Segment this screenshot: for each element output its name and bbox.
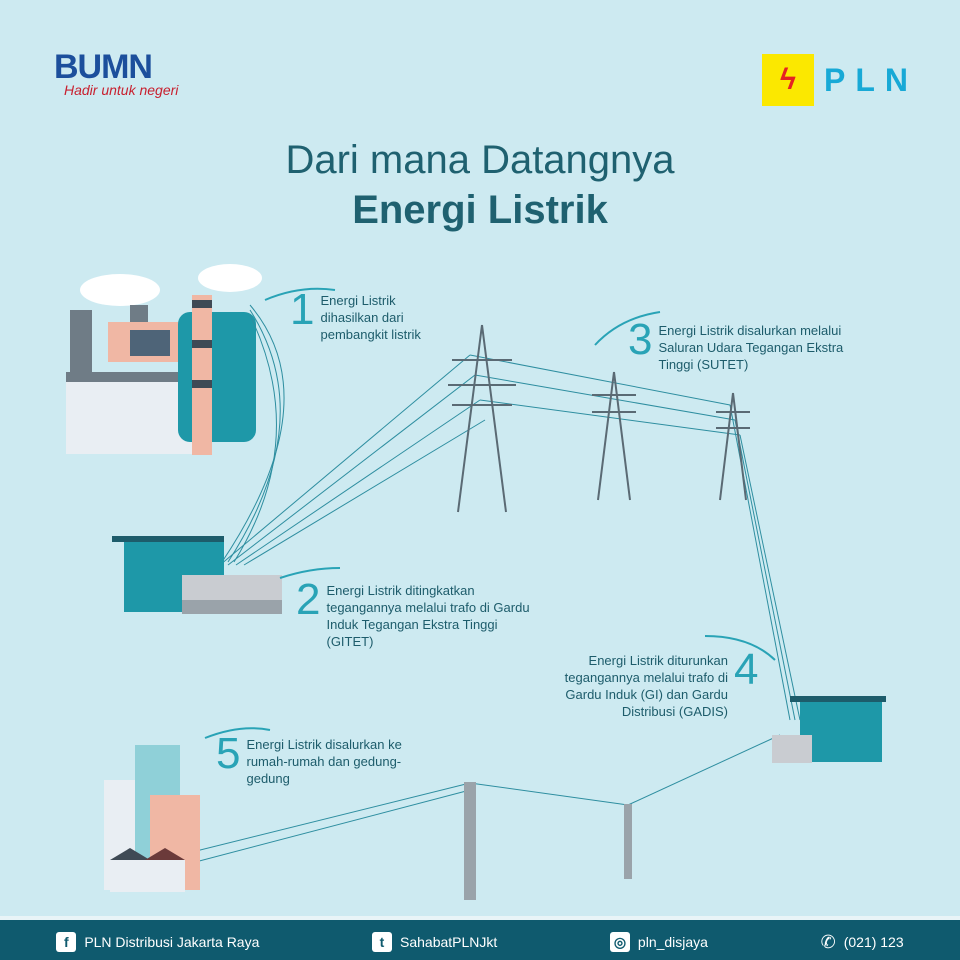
pln-logo: ϟ PLN — [762, 54, 918, 106]
step-text: Energi Listrik disalurkan melalui Salura… — [658, 323, 844, 372]
lightning-icon: ϟ — [762, 54, 814, 106]
step-number: 5 — [216, 729, 241, 778]
twitter-icon: t — [372, 932, 392, 952]
instagram-label: pln_disjaya — [637, 934, 708, 950]
instagram-link[interactable]: ◎ pln_disjaya — [609, 932, 708, 952]
instagram-icon: ◎ — [609, 932, 630, 952]
step-text: Energi Listrik ditingkatkan tegangannya … — [326, 583, 530, 649]
bumn-wordmark: BUMN — [54, 48, 153, 86]
step-4: Energi Listrik diturunkan tegangannya me… — [548, 645, 759, 720]
bumn-logo: BUMN Hadir untuk negeri — [54, 48, 179, 98]
phone-label: (021) 123 — [843, 934, 904, 950]
facebook-label: PLN Distribusi Jakarta Raya — [84, 934, 260, 950]
facebook-icon: f — [56, 932, 77, 952]
footer: f PLN Distribusi Jakarta Raya t SahabatPLN… — [0, 916, 960, 960]
gitet-substation-icon — [112, 536, 282, 614]
gi-substation-icon — [772, 696, 886, 763]
pln-wordmark: PLN — [824, 61, 918, 98]
step-number: 4 — [734, 645, 759, 694]
transmission-towers — [448, 324, 750, 900]
title-line-1: Dari mana Datangnya — [285, 138, 675, 182]
phone-icon: ✆ — [820, 931, 836, 952]
illustration — [66, 264, 886, 900]
bumn-tagline: Hadir untuk negeri — [64, 82, 179, 98]
arrows — [204, 287, 776, 739]
buildings-icon — [104, 745, 200, 892]
step-2: 2 Energi Listrik ditingkatkan teganganny… — [296, 578, 531, 650]
twitter-label: SahabatPLNJkt — [400, 934, 498, 950]
step-1: 1 Energi Listrik dihasilkan dari pembang… — [290, 288, 450, 343]
title-line-2: Energi Listrik — [352, 188, 608, 232]
twitter-link[interactable]: t SahabatPLNJkt — [372, 932, 497, 952]
step-number: 2 — [296, 575, 321, 624]
step-number: 1 — [290, 285, 315, 334]
step-3: 3 Energi Listrik disalurkan melalui Salu… — [628, 318, 878, 373]
step-text: Energi Listrik diturunkan tegangannya me… — [564, 653, 728, 719]
step-number: 3 — [628, 315, 653, 364]
facebook-link[interactable]: f PLN Distribusi Jakarta Raya — [56, 932, 259, 952]
phone-link[interactable]: ✆ (021) 123 — [821, 932, 904, 953]
step-text: Energi Listrik dihasilkan dari pembangki… — [320, 293, 421, 342]
step-5: 5 Energi Listrik disalurkan ke rumah-rum… — [216, 732, 406, 787]
power-plant-icon — [66, 264, 262, 455]
step-text: Energi Listrik disalurkan ke rumah-rumah… — [246, 737, 402, 786]
